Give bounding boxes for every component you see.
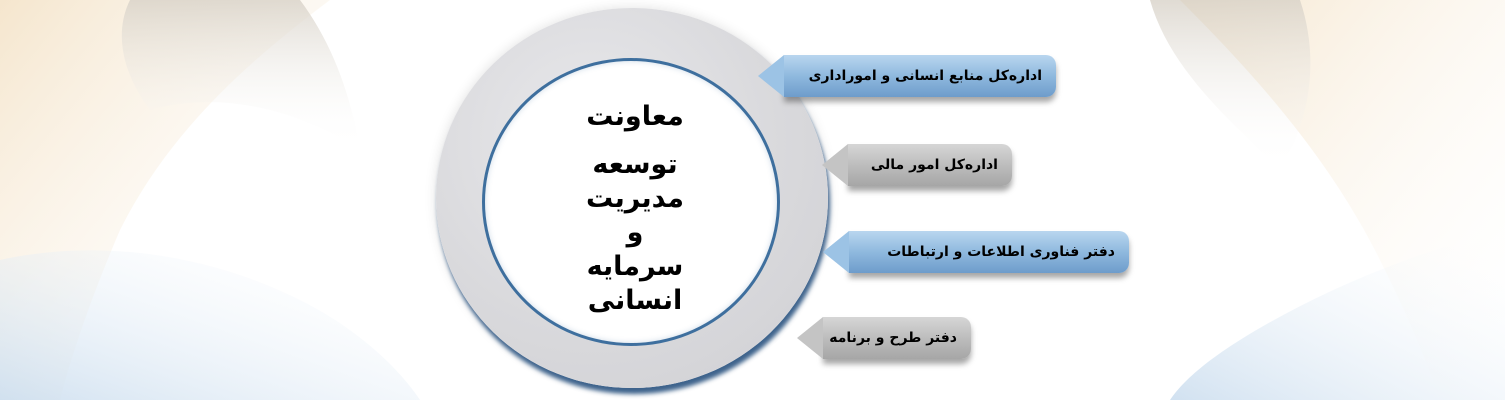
hub-title-line-2: توسعه مدیریت	[586, 149, 684, 214]
branch-finance[interactable]: اداره‌کل امور مالی	[822, 144, 1012, 186]
hub-title-line-1: معاونت	[586, 101, 684, 132]
branch-planning[interactable]: دفتر طرح و برنامه	[797, 317, 971, 359]
hub-title-line-3: و	[626, 217, 644, 248]
branch-label: دفتر طرح و برنامه	[829, 330, 957, 346]
hub-title-line-4: سرمایه انسانی	[586, 251, 684, 316]
swoosh-right-gray	[1150, 0, 1311, 170]
swoosh-right-blue	[1170, 230, 1505, 400]
hub-title: معاونت توسعه مدیریت و سرمایه انسانی	[540, 100, 730, 318]
branch-label: اداره‌کل منابع انسانی و اموراداری	[808, 68, 1042, 84]
hub-inner-circle	[482, 58, 780, 346]
branch-label: دفتر فناوری اطلاعات و ارتباطات	[887, 244, 1115, 260]
branch-hr-admin[interactable]: اداره‌کل منابع انسانی و اموراداری	[758, 55, 1056, 97]
branch-it-communications[interactable]: دفتر فناوری اطلاعات و ارتباطات	[823, 231, 1129, 273]
branch-label: اداره‌کل امور مالی	[870, 157, 998, 173]
swoosh-left-gray	[121, 0, 360, 150]
swoosh-left-blue	[0, 250, 420, 400]
